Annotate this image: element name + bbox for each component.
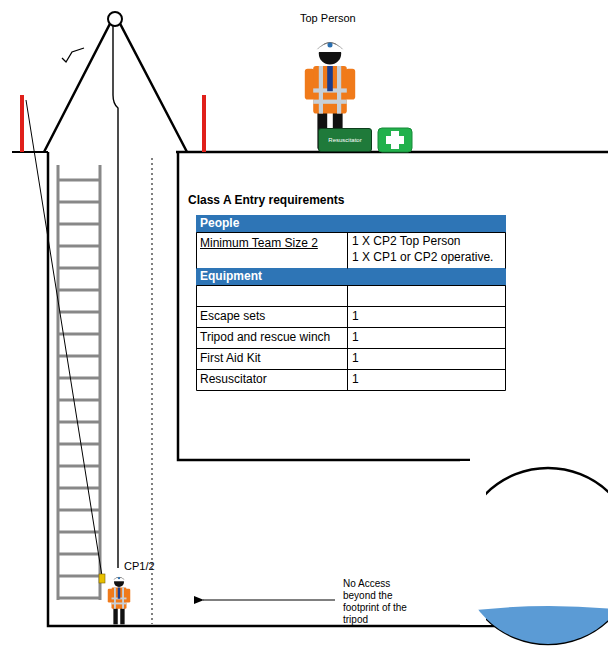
ladder-rung	[58, 399, 100, 402]
ladder-rung	[58, 333, 100, 336]
role-label: CP1/2	[124, 560, 155, 573]
role-label: Top Person	[300, 12, 356, 25]
table-cell: 1	[352, 351, 359, 365]
table-cell: First Aid Kit	[200, 351, 261, 365]
case-label: Resuscitator	[328, 137, 361, 143]
ladder-rung	[58, 465, 100, 468]
table-title: Class A Entry requirements	[188, 193, 345, 207]
ladder-rung	[58, 487, 100, 490]
table-header: People	[200, 216, 239, 230]
ladder-rung	[58, 267, 100, 270]
ladder-rung	[58, 201, 100, 204]
table-cell: Escape sets	[200, 309, 265, 323]
ladder-rung	[58, 311, 100, 314]
resuscitator-case: Resuscitator	[318, 128, 372, 152]
table-cell: 1	[352, 372, 359, 386]
ladder-rung	[58, 531, 100, 534]
ladder-rung	[58, 575, 100, 578]
table-cell: 1	[352, 309, 359, 323]
table-cell: 1 X CP2 Top Person	[352, 234, 461, 248]
ladder-rung	[58, 179, 100, 182]
ladder-rung	[58, 553, 100, 556]
ladder-rung	[58, 355, 100, 358]
ladder-rung	[58, 377, 100, 380]
table-cell: Resuscitator	[200, 372, 267, 386]
table-header: Equipment	[200, 269, 262, 283]
ladder-rung	[58, 289, 100, 292]
table-cell: Tripod and rescue winch	[200, 330, 330, 344]
ladder-rung	[58, 421, 100, 424]
ladder-rung	[58, 509, 100, 512]
ladder-rung	[58, 245, 100, 248]
table-cell: Minimum Team Size 2	[200, 236, 318, 250]
table-cell: 1 X CP1 or CP2 operative.	[352, 250, 493, 264]
table-cell: 1	[352, 330, 359, 344]
note-text: No Access beyond the footprint of the tr…	[343, 578, 415, 626]
ladder-rung	[58, 597, 100, 600]
ladder-rung	[58, 223, 100, 226]
ladder-rung	[58, 443, 100, 446]
